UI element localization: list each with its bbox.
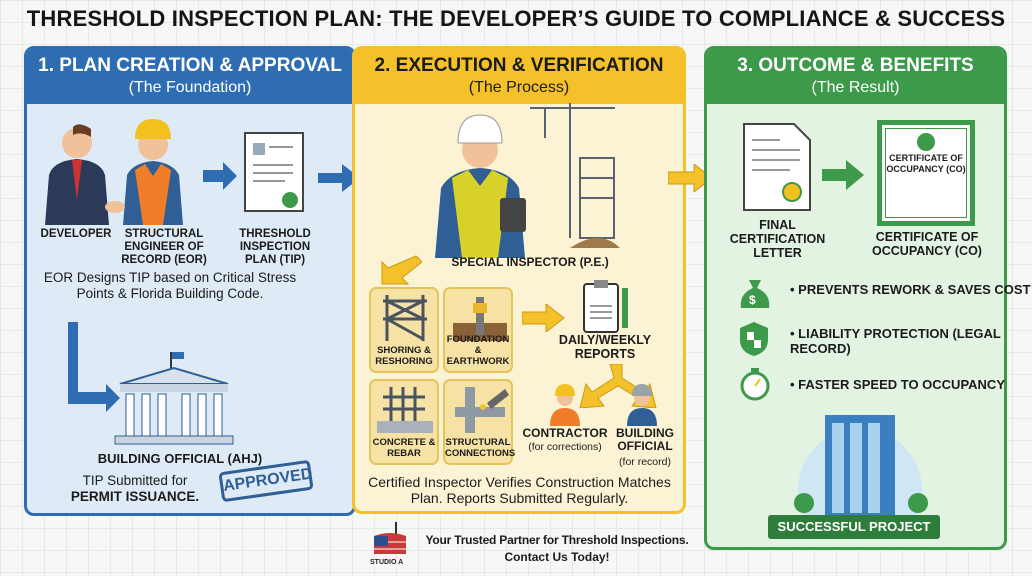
developer-icon <box>45 124 109 225</box>
contractor-label: CONTRACTOR <box>522 426 608 440</box>
tile-label: FOUNDATION & EARTHWORK <box>446 334 510 367</box>
ahj-label: BUILDING OFFICIAL (AHJ) <box>97 451 263 466</box>
arrow-right-icon <box>522 304 565 332</box>
permit-issuance-text: PERMIT ISSUANCE. <box>70 489 200 504</box>
crane-icon <box>530 103 615 239</box>
tile-label: CONCRETE & REBAR <box>372 437 436 459</box>
arrow-down-left-icon <box>381 255 422 285</box>
svg-text:$: $ <box>749 293 756 307</box>
drill-icon <box>453 297 507 341</box>
benefit-liability: • LIABILITY PROTECTION (LEGAL RECORD) <box>790 326 1001 356</box>
developer-label: DEVELOPER <box>40 228 112 240</box>
panel-2-heading: 2. EXECUTION & VERIFICATION <box>374 55 664 76</box>
panel-1-header: 1. PLAN CREATION & APPROVAL (The Foundat… <box>27 49 353 104</box>
clipboard-icon <box>583 280 628 333</box>
stopwatch-icon <box>740 368 770 401</box>
co-label: CERTIFICATE OF OCCUPANCY (CO) <box>872 230 982 258</box>
benefit-rework: • PREVENTS REWORK & SAVES COST <box>790 282 1031 297</box>
arrow-right-icon <box>822 160 864 190</box>
contractor-icon <box>550 384 580 426</box>
money-bag-icon: $ <box>740 280 770 308</box>
government-building-icon <box>114 352 234 445</box>
svg-text:STUDIO A: STUDIO A <box>370 559 403 566</box>
handshake-illustration <box>45 119 304 225</box>
building-illustration <box>794 415 928 520</box>
successful-project-banner: SUCCESSFUL PROJECT <box>768 515 940 539</box>
official-note: (for record) <box>619 456 671 468</box>
arrow-right-icon <box>668 164 713 192</box>
page-title: THRESHOLD INSPECTION PLAN: THE DEVELOPER… <box>26 6 1006 31</box>
tip-submitted-text: TIP Submitted for <box>82 473 188 488</box>
tile-label: SHORING & RESHORING <box>375 345 433 367</box>
letter-label: FINAL CERTIFICATION LETTER <box>729 218 826 260</box>
panel-2-subheading: (The Process) <box>468 79 570 96</box>
co-certificate-icon: CERTIFICATE OF OCCUPANCY (CO) <box>877 120 975 226</box>
panel-3-header: 3. OUTCOME & BENEFITS (The Result) <box>707 49 1004 104</box>
welding-icon <box>455 387 509 433</box>
shield-icon <box>740 322 768 356</box>
panel-1-subheading: (The Foundation) <box>128 79 252 96</box>
tablet-icon <box>500 198 526 232</box>
studio-a-logo: STUDIO A <box>370 522 406 566</box>
arrow-right-icon <box>318 164 360 192</box>
panel-2-header: 2. EXECUTION & VERIFICATION (The Process… <box>355 49 683 104</box>
execution-footer-text: Certified Inspector Verifies Constructio… <box>368 474 671 506</box>
contractor-note: (for corrections) <box>528 441 602 453</box>
certification-letter-icon <box>743 123 811 211</box>
panel-3-subheading: (The Result) <box>811 79 900 96</box>
tile-foundation: FOUNDATION & EARTHWORK <box>443 287 513 373</box>
co-document-text: CERTIFICATE OF OCCUPANCY (CO) <box>886 153 966 174</box>
tile-shoring: SHORING & RESHORING <box>369 287 439 373</box>
rebar-icon <box>377 387 433 433</box>
flow-arrow-to-ahj <box>68 322 234 445</box>
benefit-speed: • FASTER SPEED TO OCCUPANCY <box>790 377 1005 392</box>
panel-3-heading: 3. OUTCOME & BENEFITS <box>737 55 974 76</box>
engineer-icon <box>123 119 183 225</box>
tip-label: THRESHOLD INSPECTION PLAN (TIP) <box>239 228 311 266</box>
special-inspector-label: SPECIAL INSPECTOR (P.E.) <box>451 255 609 269</box>
scaffold-icon <box>383 295 427 341</box>
official-label: BUILDING OFFICIAL <box>616 426 674 453</box>
footer-tagline: Your Trusted Partner for Threshold Inspe… <box>425 533 689 547</box>
tile-concrete: CONCRETE & REBAR <box>369 379 439 465</box>
tile-connections: STRUCTURAL CONNECTIONS <box>443 379 516 465</box>
contact-us-link[interactable]: Contact Us Today! <box>504 550 610 564</box>
arrow-right-icon <box>203 162 237 190</box>
reports-label: DAILY/WEEKLY REPORTS <box>558 333 652 361</box>
building-official-icon <box>627 384 657 426</box>
panel-1-heading: 1. PLAN CREATION & APPROVAL <box>38 55 342 76</box>
tile-label: STRUCTURAL CONNECTIONS <box>445 437 516 459</box>
document-check-icon <box>244 132 304 212</box>
inspector-illustration <box>435 103 620 258</box>
eor-label: STRUCTURAL ENGINEER OF RECORD (EOR) <box>121 228 207 266</box>
eor-description: EOR Designs TIP based on Critical Stress… <box>43 270 297 301</box>
